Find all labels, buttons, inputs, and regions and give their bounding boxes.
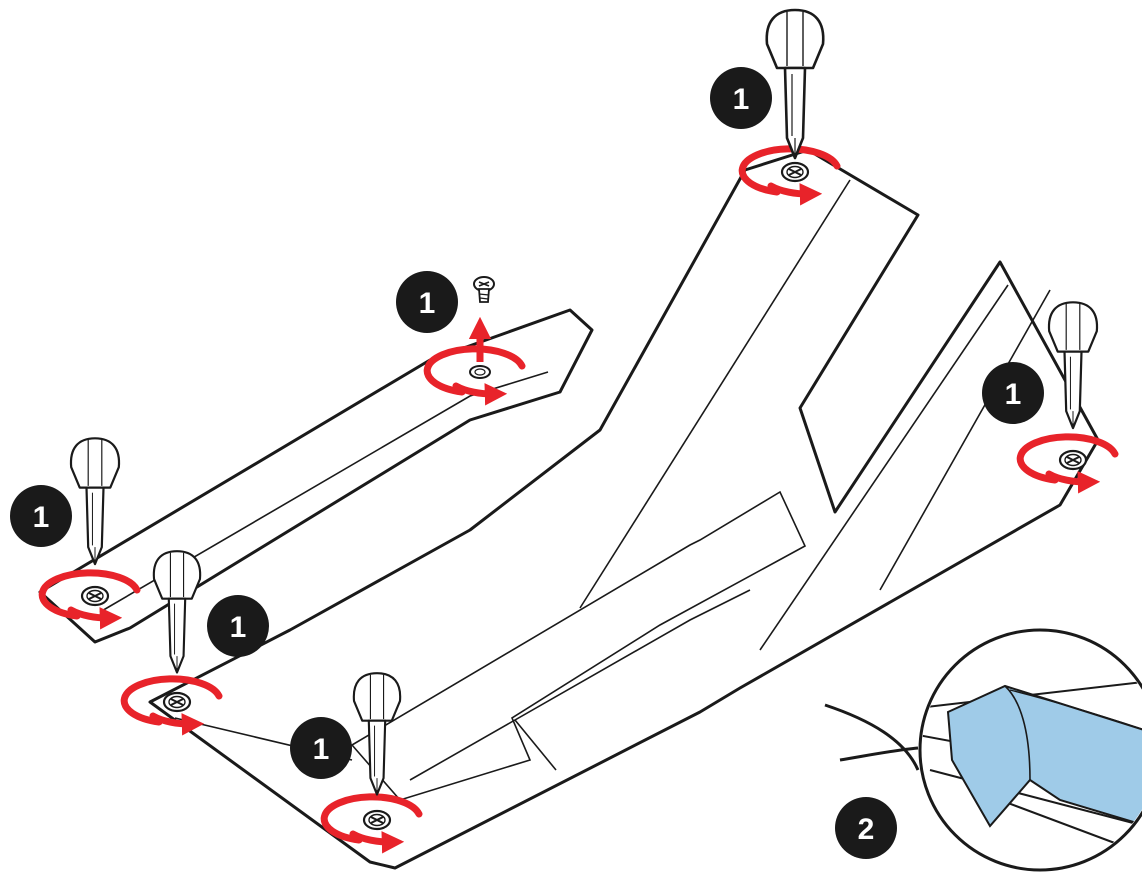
screw-icon	[473, 276, 495, 303]
step-badge: 1	[982, 362, 1044, 424]
screwdriver-icon	[152, 550, 202, 674]
svg-text:1: 1	[313, 733, 330, 766]
screw-icon	[1058, 449, 1088, 471]
svg-text:2: 2	[858, 813, 875, 846]
step-badge: 1	[10, 485, 72, 547]
svg-text:1: 1	[33, 501, 50, 534]
magnifier-callout-icon	[824, 628, 1142, 872]
step-badge: 1	[290, 717, 352, 779]
svg-text:1: 1	[230, 611, 247, 644]
screw-icon	[362, 809, 392, 831]
screw-icon	[80, 585, 110, 607]
svg-text:1: 1	[1005, 378, 1022, 411]
screw-middle-lifted	[427, 276, 522, 394]
screwdriver-icon	[69, 437, 121, 566]
screw-icon	[780, 161, 810, 183]
step-badge: 1	[710, 67, 772, 129]
screwdriver-icon	[765, 8, 825, 160]
step-badge: 1	[396, 271, 458, 333]
step-badge: 2	[835, 797, 897, 859]
screw-icon	[162, 691, 192, 713]
svg-text:1: 1	[419, 287, 436, 320]
svg-text:1: 1	[733, 83, 750, 116]
step-badge: 1	[207, 595, 269, 657]
